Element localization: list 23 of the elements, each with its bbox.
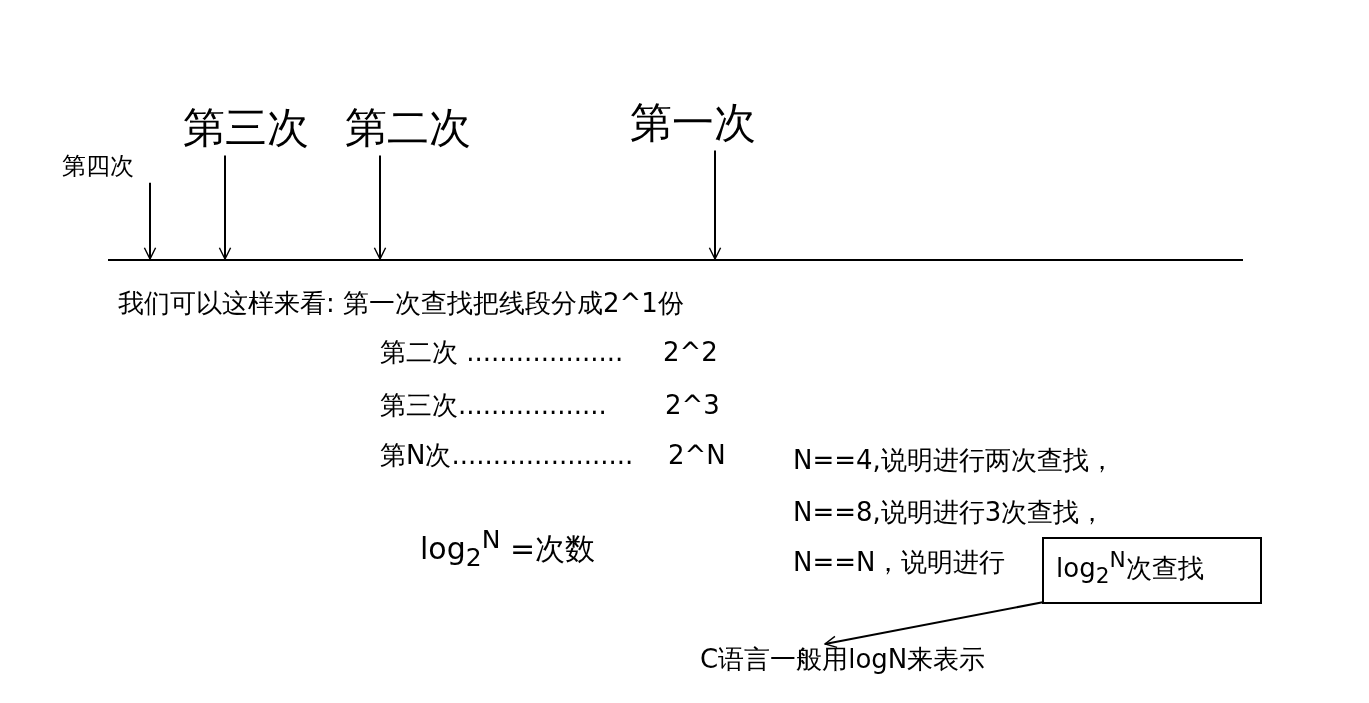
explanation-text: 我们可以这样来看: 第一次查找把线段分成2^1份	[118, 288, 684, 320]
step-text: 第三次..................	[380, 390, 607, 422]
arrow	[824, 601, 1045, 649]
step-label: 第一次	[630, 98, 756, 149]
step-label: 第三次	[183, 103, 309, 154]
power-text: 2^N	[668, 440, 726, 472]
note-text: C语言一般用logN来表示	[700, 644, 986, 676]
step-text: 第二次 ...................	[380, 337, 624, 369]
power-text: 2^2	[663, 337, 718, 369]
note-text: N==4,说明进行两次查找，	[793, 445, 1115, 477]
power-text: 2^3	[665, 390, 720, 422]
formula-box: log$_{2}$$^{N}$次查找	[1042, 537, 1262, 604]
step-text: 第N次......................	[380, 440, 634, 472]
arrow	[143, 181, 157, 260]
number-line	[108, 259, 1243, 261]
arrow	[708, 149, 722, 260]
step-label: 第二次	[345, 103, 471, 154]
arrow	[373, 154, 387, 260]
arrow	[218, 154, 232, 260]
handwritten-formula: log$_{2}$$^{N}$ =次数	[420, 525, 596, 573]
step-label: 第四次	[62, 152, 134, 181]
note-text: N==8,说明进行3次查找，	[793, 497, 1106, 529]
note-text: N==N，说明进行	[793, 547, 1006, 579]
